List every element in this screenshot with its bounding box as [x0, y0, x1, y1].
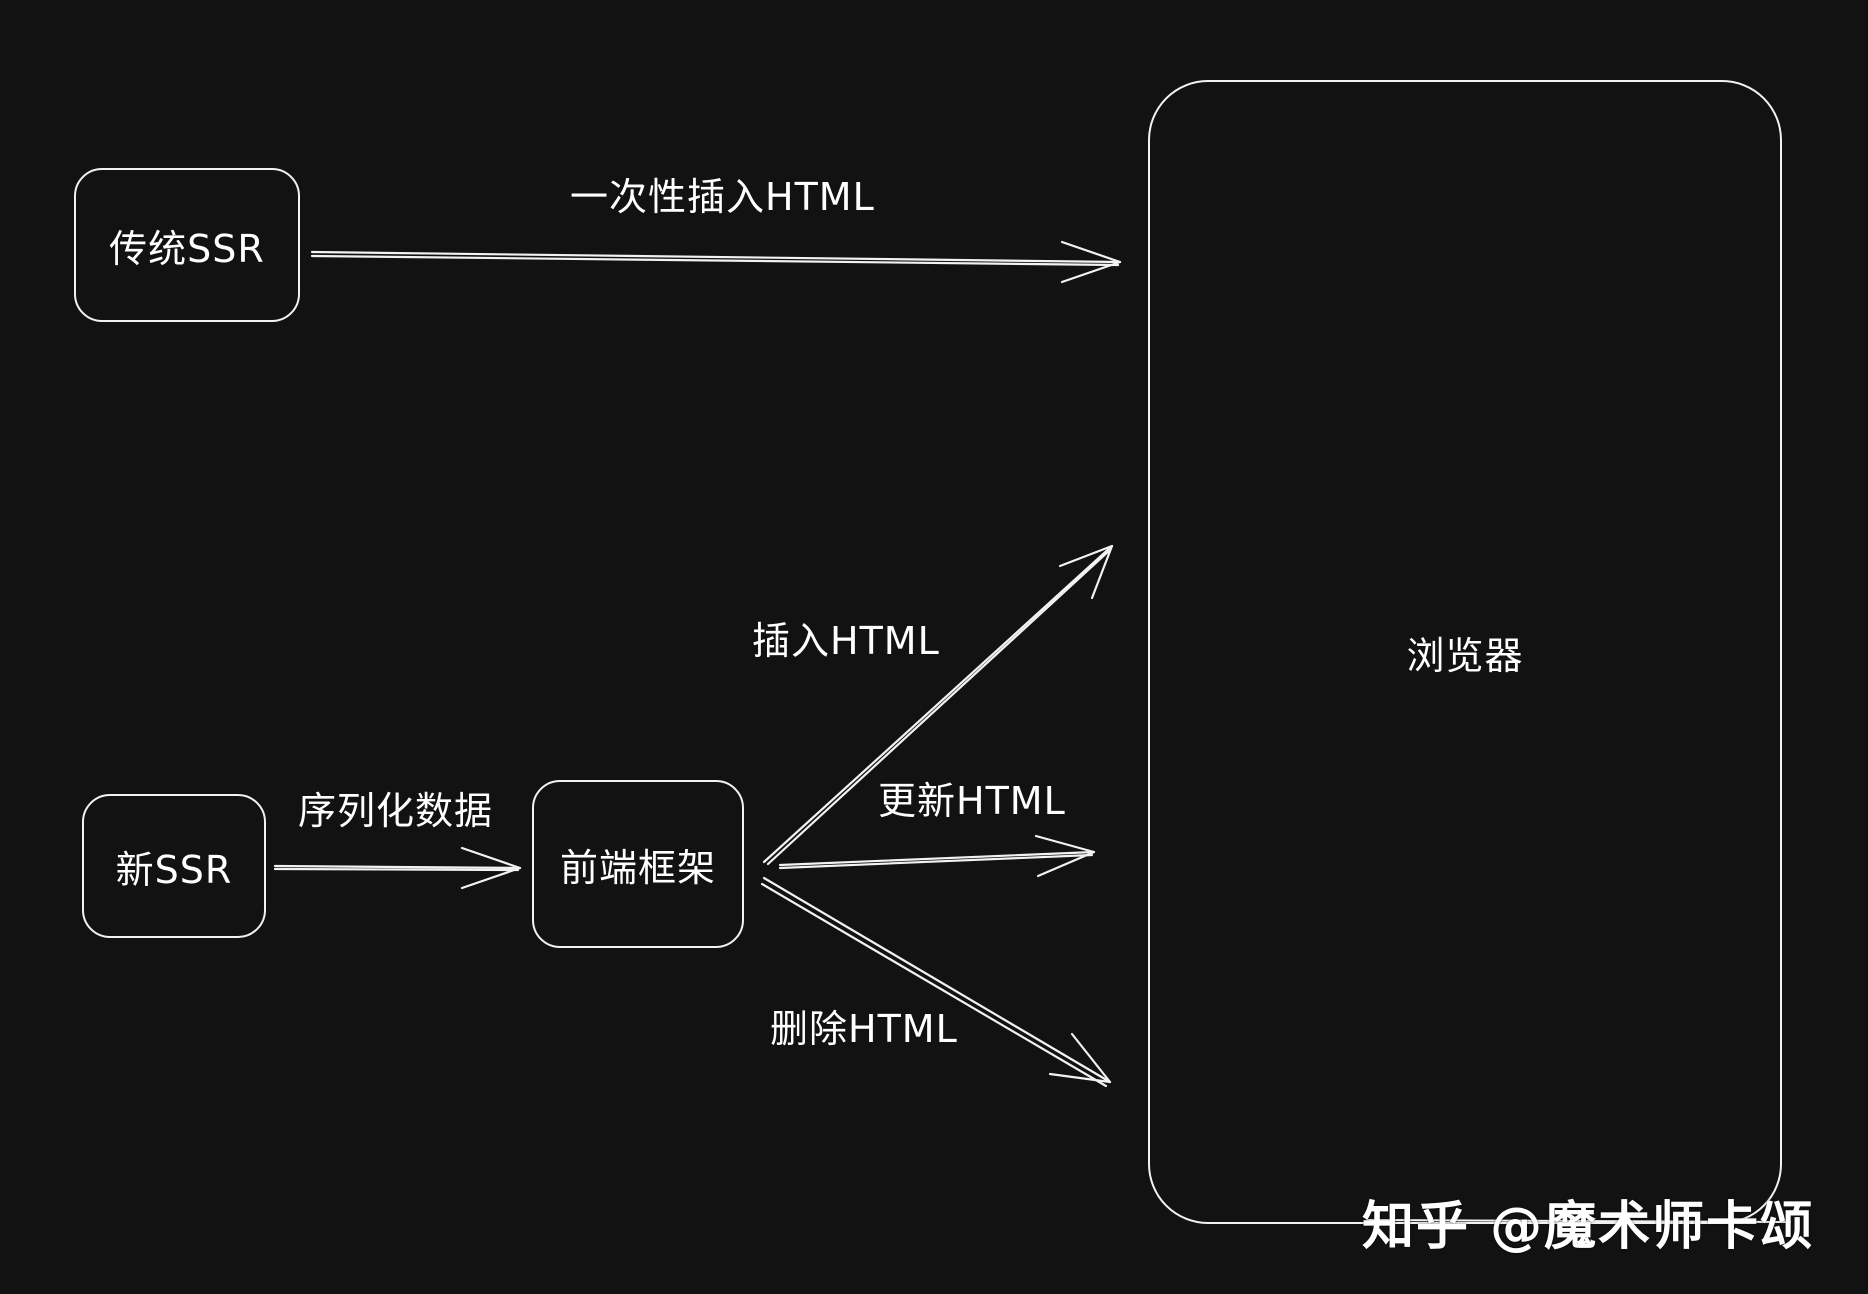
node-browser-label: 浏览器 [1406, 633, 1524, 678]
arrow-update [778, 834, 1096, 878]
arrow-delete [760, 876, 1112, 1088]
watermark: 知乎 @魔术师卡颂 [1362, 1197, 1815, 1257]
edge-label-delete: 删除HTML [770, 1007, 958, 1051]
watermark-underline [1367, 1219, 1791, 1223]
node-browser: 浏览器 [1148, 80, 1782, 1224]
node-traditional-ssr: 传统SSR [74, 168, 300, 322]
node-frontend-framework: 前端框架 [532, 780, 744, 948]
edge-label-update: 更新HTML [878, 779, 1066, 823]
node-new-ssr: 新SSR [82, 794, 266, 938]
arrow-insert [762, 544, 1114, 866]
edge-label-serialize-data: 序列化数据 [298, 789, 494, 833]
arrow-serialize-data [273, 846, 522, 890]
node-frontend-framework-label: 前端框架 [559, 845, 716, 890]
arrow-insert-once [310, 240, 1122, 284]
edge-label-insert-once: 一次性插入HTML [570, 175, 875, 219]
node-traditional-ssr-label: 传统SSR [109, 226, 265, 271]
edge-label-insert: 插入HTML [752, 619, 940, 663]
node-new-ssr-label: 新SSR [115, 847, 233, 892]
